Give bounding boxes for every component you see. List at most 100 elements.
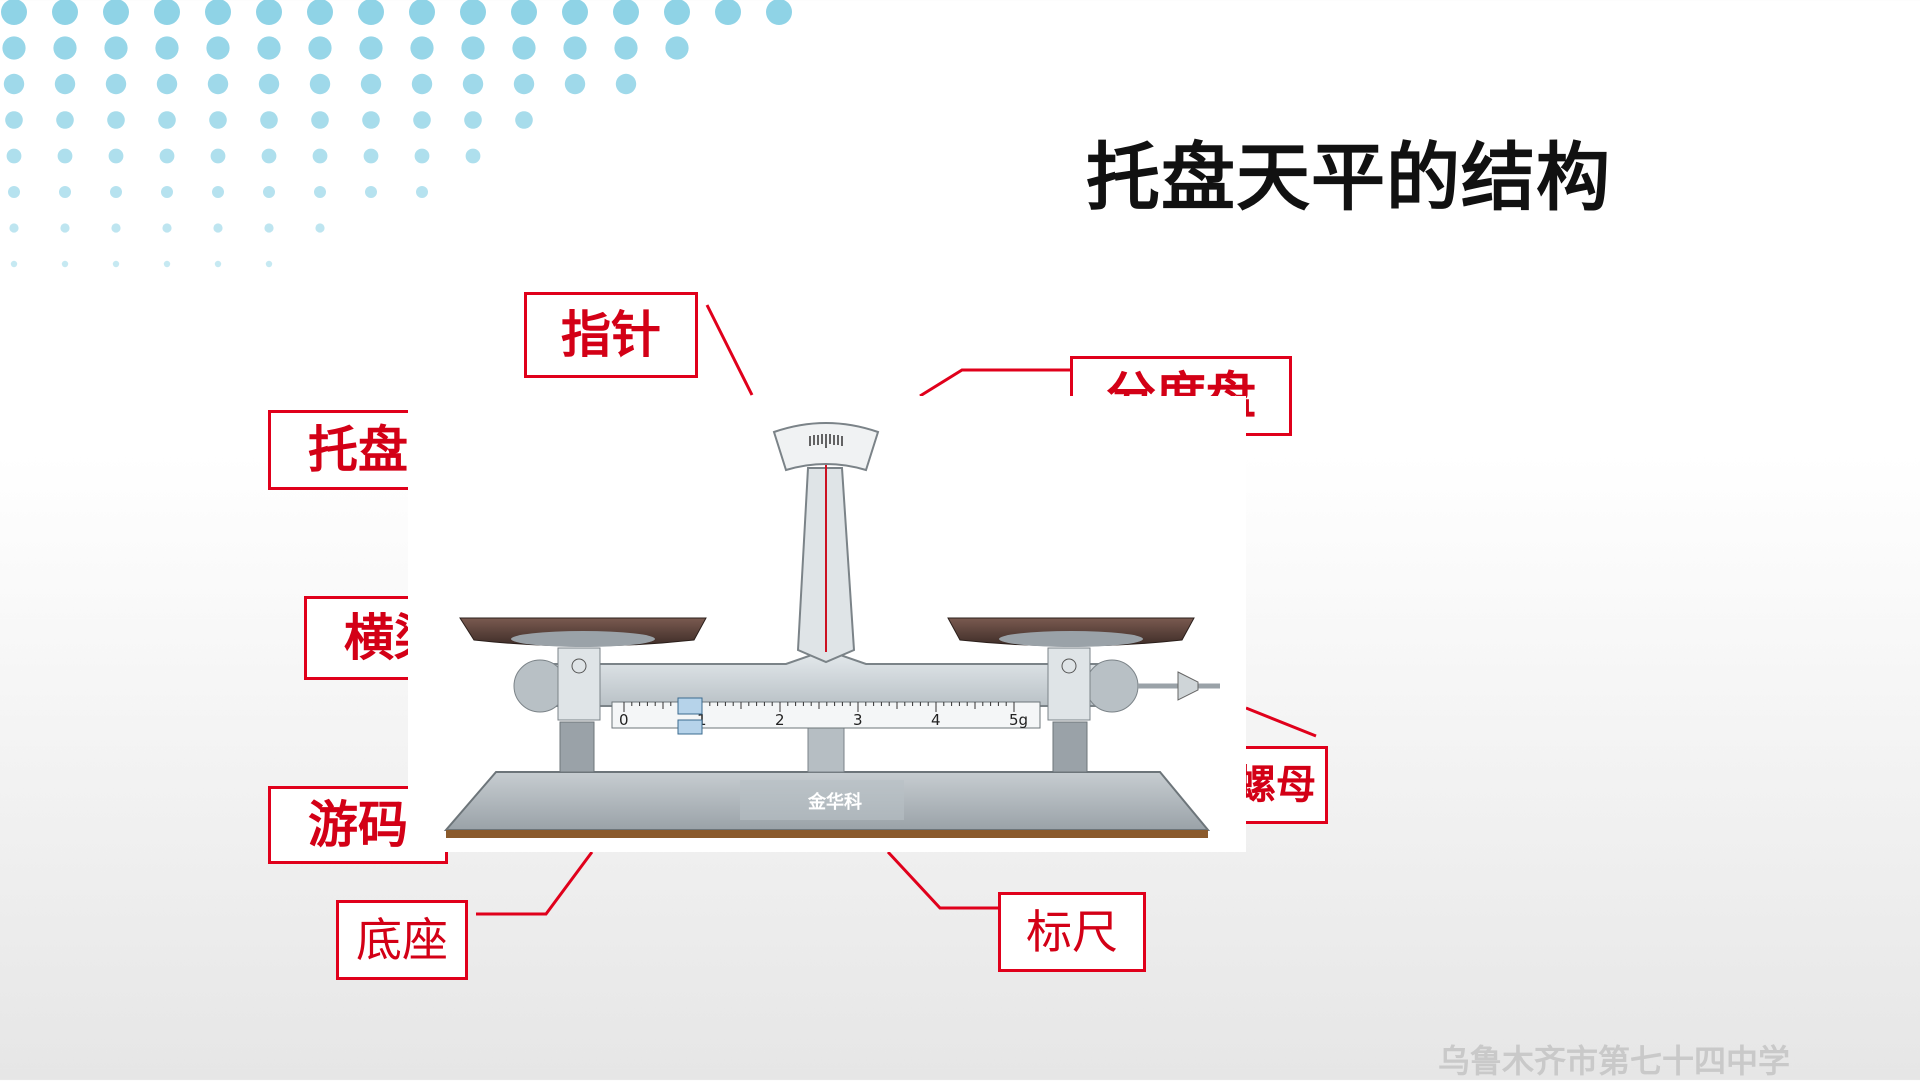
decorative-dot <box>108 148 124 164</box>
decorative-dot <box>111 223 121 233</box>
scale-bar <box>611 701 1041 729</box>
left-pan-shadow <box>511 631 655 647</box>
leader-scale <box>886 850 998 910</box>
leader-dial <box>919 368 1070 398</box>
decorative-dot <box>264 223 274 233</box>
decorative-dot <box>413 111 431 129</box>
decorative-dot <box>159 148 175 164</box>
label-scale: 标尺 <box>998 892 1146 972</box>
decorative-dot <box>411 73 433 95</box>
right-pan-shadow <box>999 631 1143 647</box>
decorative-dot <box>57 148 73 164</box>
slide-title: 托盘天平的结构 <box>1086 135 1611 221</box>
left-pan-support <box>557 647 601 721</box>
scale-tick-label: 0 <box>619 711 629 729</box>
base-bottom-edge <box>446 830 1208 838</box>
decorative-dot <box>5 111 23 129</box>
tray-balance-illustration: 金华科 012345g <box>408 396 1246 852</box>
decorative-dot <box>265 260 273 268</box>
decorative-dot <box>309 73 331 95</box>
decorative-dot <box>462 73 484 95</box>
decorative-dot <box>163 260 171 268</box>
decorative-dot <box>206 36 230 60</box>
decorative-dot-pattern <box>1 0 792 268</box>
decorative-dot <box>358 0 384 25</box>
decorative-dot <box>564 73 586 95</box>
decorative-dot <box>156 73 178 95</box>
decorative-dot <box>461 36 485 60</box>
decorative-dot <box>61 260 69 268</box>
decorative-dot <box>8 186 20 198</box>
decorative-dot <box>464 111 482 129</box>
decorative-dot <box>54 73 76 95</box>
decorative-dot <box>614 36 638 60</box>
decorative-dot <box>158 111 176 129</box>
decorative-dot <box>363 148 379 164</box>
right-beam-end <box>1085 659 1139 713</box>
leader-pointer <box>705 304 754 396</box>
decorative-dot <box>213 223 223 233</box>
decorative-dot <box>664 0 690 25</box>
decorative-dot <box>460 0 486 25</box>
decorative-dot <box>362 111 380 129</box>
decorative-dot <box>312 148 328 164</box>
decorative-dot <box>563 36 587 60</box>
decorative-dot <box>311 111 329 129</box>
right-screw <box>1061 658 1077 674</box>
decorative-dot <box>562 0 588 25</box>
decorative-dot <box>409 0 435 25</box>
decorative-dot <box>360 73 382 95</box>
decorative-dot <box>154 0 180 25</box>
scale-tick-label: 5g <box>1009 711 1028 729</box>
label-pointer: 指针 <box>524 292 698 378</box>
left-screw <box>571 658 587 674</box>
decorative-dot <box>6 148 22 164</box>
decorative-dot <box>359 36 383 60</box>
decorative-dot <box>263 186 275 198</box>
decorative-dot <box>56 111 74 129</box>
rider-lower <box>677 719 703 735</box>
decorative-dot <box>416 186 428 198</box>
decorative-dot <box>665 36 689 60</box>
decorative-dot <box>365 186 377 198</box>
decorative-dot <box>307 0 333 25</box>
decorative-dot <box>615 73 637 95</box>
decorative-dot <box>110 186 122 198</box>
decorative-dot <box>613 0 639 25</box>
decorative-dot <box>2 36 26 60</box>
decorative-dot <box>410 36 434 60</box>
right-pan-support <box>1047 647 1091 721</box>
decorative-dot <box>103 0 129 25</box>
decorative-dot <box>257 36 281 60</box>
leader-nut <box>1245 706 1317 738</box>
right-foot <box>1052 721 1088 773</box>
decorative-dot <box>105 73 127 95</box>
balance-nut <box>1177 671 1199 701</box>
decorative-dot <box>1 0 27 25</box>
rider <box>677 697 703 715</box>
decorative-dot <box>53 36 77 60</box>
decorative-dot <box>209 111 227 129</box>
decorative-dot <box>161 186 173 198</box>
scale-tick-label: 3 <box>853 711 863 729</box>
decorative-dot <box>260 111 278 129</box>
tray-balance-drawing: 金华科 012345g <box>443 422 1220 838</box>
brand-plate <box>740 780 904 820</box>
left-foot <box>559 721 595 773</box>
decorative-dot <box>205 0 231 25</box>
decorative-dot <box>3 73 25 95</box>
brand-text: 金华科 <box>807 791 862 813</box>
decorative-dot <box>515 111 533 129</box>
leader-base <box>476 851 594 916</box>
decorative-dot <box>513 73 535 95</box>
decorative-dot <box>465 148 481 164</box>
decorative-dot <box>314 186 326 198</box>
decorative-dot <box>315 223 325 233</box>
school-footer: 乌鲁木齐市第七十四中学 <box>1438 1042 1791 1080</box>
decorative-dot <box>414 148 430 164</box>
decorative-dot <box>60 223 70 233</box>
label-base: 底座 <box>336 900 468 980</box>
decorative-dot <box>155 36 179 60</box>
scale-tick-label: 2 <box>775 711 785 729</box>
decorative-dot <box>104 36 128 60</box>
